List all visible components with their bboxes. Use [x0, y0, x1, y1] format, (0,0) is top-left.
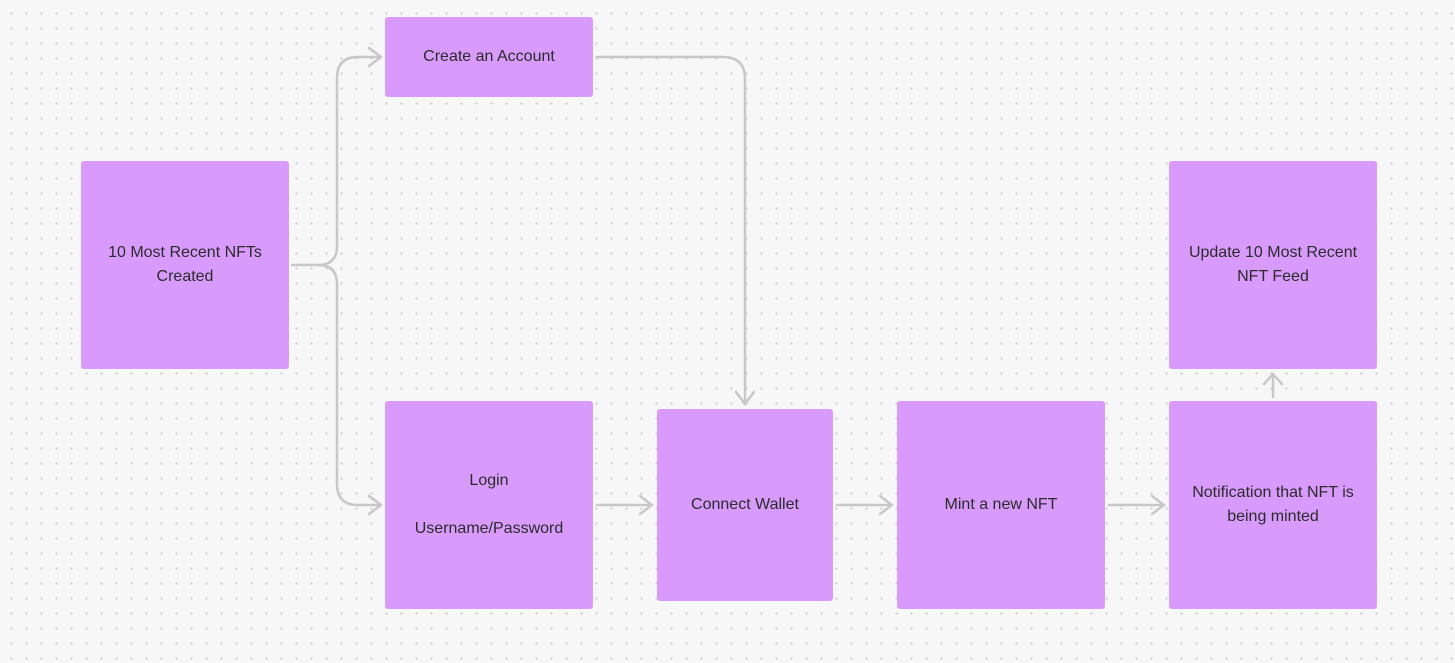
node-create-account-label: Create an Account: [423, 48, 555, 65]
node-update-feed-line1: Update 10 Most Recent: [1188, 244, 1358, 261]
node-create-account[interactable]: Create an Account: [385, 17, 593, 97]
arrowhead-notification: [1150, 494, 1166, 516]
node-login-line1: Login: [469, 472, 509, 489]
arrowhead-connect-wallet-top: [734, 390, 756, 406]
node-notification-line1: Notification that NFT is: [1192, 484, 1354, 501]
node-connect-wallet-label: Connect Wallet: [691, 496, 799, 513]
node-mint-nft[interactable]: Mint a new NFT: [897, 401, 1105, 609]
connector-create-account-to-connect-wallet: [595, 55, 747, 406]
arrowhead-mint: [878, 494, 894, 516]
node-login[interactable]: Login Username/Password: [385, 401, 593, 609]
node-notification[interactable]: Notification that NFT is being minted: [1169, 401, 1377, 609]
connector-recent-to-login: [316, 263, 383, 507]
node-update-feed-line2: NFT Feed: [1237, 268, 1309, 285]
arrowhead-connect-wallet-left: [638, 494, 654, 516]
node-recent-nfts-line2: Created: [156, 268, 214, 285]
node-recent-nfts-line1: 10 Most Recent NFTs: [108, 244, 262, 261]
node-login-line2: Username/Password: [414, 520, 564, 537]
node-notification-line2: being minted: [1227, 508, 1319, 525]
node-connect-wallet[interactable]: Connect Wallet: [657, 409, 833, 601]
connector-recent-to-create-account: [290, 55, 383, 267]
node-mint-nft-label: Mint a new NFT: [944, 496, 1058, 513]
arrowhead-create-account: [367, 46, 383, 68]
arrowhead-login: [367, 494, 383, 516]
arrowhead-update-feed: [1262, 372, 1284, 386]
node-update-feed[interactable]: Update 10 Most Recent NFT Feed: [1169, 161, 1377, 369]
node-recent-nfts[interactable]: 10 Most Recent NFTs Created: [81, 161, 289, 369]
